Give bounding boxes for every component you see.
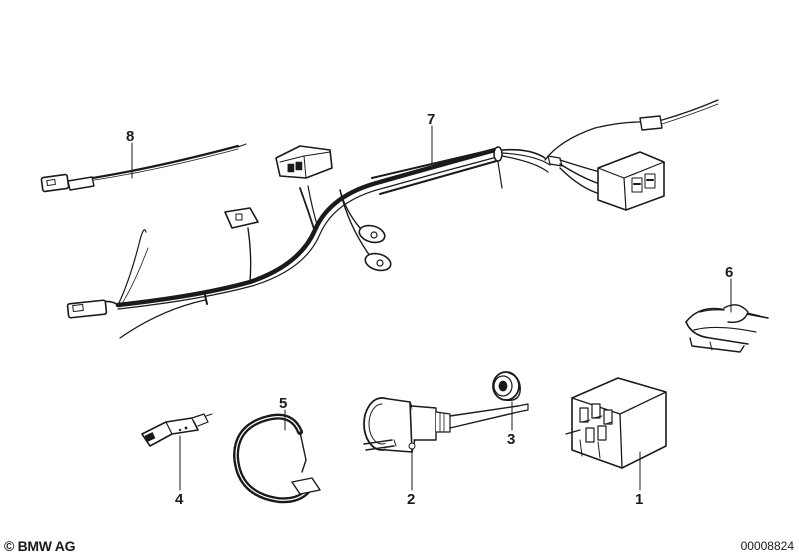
callout-labels: 8 7 6 5 4 3 2 1: [126, 111, 733, 508]
callout-8: 8: [126, 128, 134, 145]
part-6-clip: [685, 304, 769, 353]
diagram-number: 00008824: [740, 539, 794, 553]
callout-4: 4: [175, 491, 184, 508]
part-4-single-connector: [141, 413, 213, 447]
callout-6: 6: [725, 264, 733, 281]
part-2-sender: [363, 397, 529, 453]
callout-3: 3: [507, 431, 515, 448]
callout-2: 2: [407, 491, 415, 508]
part-5-cable-strap: [233, 413, 321, 504]
part-3-grommet: [492, 371, 521, 402]
part-8-single-lead: [40, 143, 247, 193]
part-7-main-harness: [66, 99, 719, 339]
callout-5: 5: [279, 395, 287, 412]
part-1-relay: [565, 377, 667, 469]
callout-1: 1: [635, 491, 643, 508]
callout-7: 7: [427, 111, 435, 128]
copyright-label: © BMW AG: [4, 538, 76, 554]
leader-lines: [131, 125, 732, 491]
